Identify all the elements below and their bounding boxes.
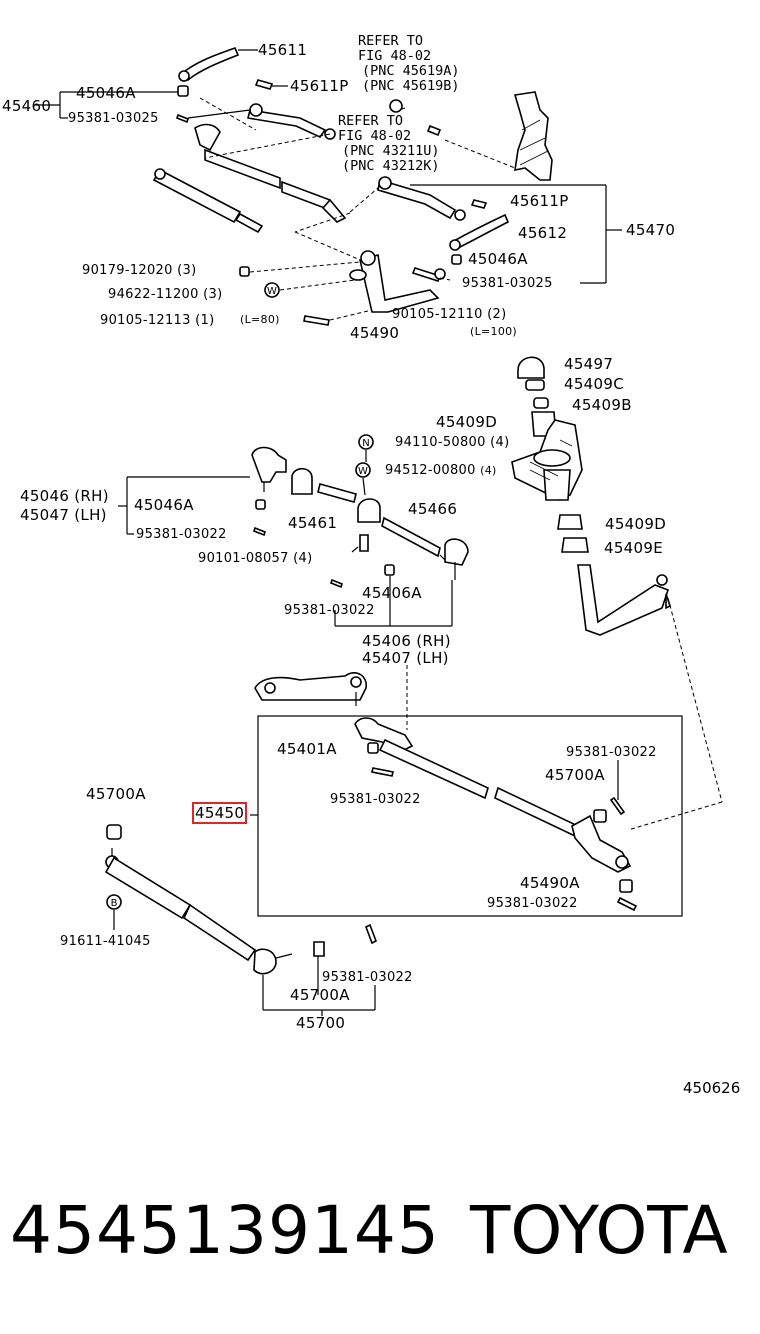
refer-note-1-line4: (PNC 45619B) (362, 78, 460, 94)
label-45407-lh: 45407 (LH) (362, 649, 449, 667)
label-94512-00800: 94512-00800 (4) (385, 463, 497, 478)
tie-rod-45406 (381, 516, 441, 558)
label-45466: 45466 (408, 500, 458, 518)
refer-note-2-line1: REFER TO (338, 113, 404, 129)
label-95381-03022-a: 95381-03022 (136, 527, 227, 542)
steering-gear-housing (513, 91, 553, 181)
label-95381-03022-c: 95381-03022 (330, 792, 421, 807)
label-45046a-top: 45046A (76, 84, 136, 102)
length-90105-12113: (L=80) (240, 313, 280, 326)
label-45409e: 45409E (604, 539, 663, 557)
label-45046a-low: 45046A (134, 496, 194, 514)
svg-text:B: B (111, 898, 118, 909)
label-45700a-bottom: 45700A (290, 986, 350, 1004)
damper-top (152, 168, 242, 224)
qty-90179: (3) (177, 263, 197, 278)
tube-45461 (317, 483, 357, 503)
relay-rod-top (247, 109, 327, 139)
label-45450-highlighted[interactable]: 45450 (192, 802, 248, 824)
svg-text:W: W (267, 286, 277, 297)
refer-note-1-line1: REFER TO (358, 33, 424, 49)
label-45612: 45612 (518, 224, 568, 242)
label-45046-rh: 45046 (RH) (20, 487, 109, 505)
label-45490a: 45490A (520, 874, 580, 892)
label-45700a-left: 45700A (86, 785, 146, 803)
nut-45046a-top (177, 85, 189, 97)
highlight-45450[interactable]: 45450 (192, 802, 248, 824)
refer-note-2-line3: (PNC 43211U) (342, 143, 440, 159)
refer-note-2-line2: FIG 48-02 (338, 128, 412, 144)
label-95381-03025-mid: 95381-03025 (462, 276, 553, 291)
tie-rod-end-45046 (251, 446, 287, 483)
label-45611p-mid: 45611P (510, 192, 569, 210)
qty-90105-12113: (1) (195, 313, 215, 328)
footer-part-number: 4545139145 (10, 1192, 440, 1269)
idler-arm-lower (577, 564, 670, 636)
label-90105-12110: 90105-12110 (2) (392, 307, 507, 322)
label-95381-03022-d: 95381-03022 (566, 745, 657, 760)
center-link-top (204, 148, 281, 190)
footer-brand: TOYOTA (470, 1192, 728, 1269)
label-91611-41045: 91611-41045 (60, 934, 151, 949)
label-45409c: 45409C (564, 375, 624, 393)
qty-90101: (4) (293, 551, 313, 566)
cap-45497 (517, 356, 545, 379)
steering-damper-45700 (104, 856, 192, 920)
label-45409d-low: 45409D (605, 515, 667, 533)
qty-90105-12110: (2) (487, 307, 507, 322)
pitman-arm-lower (254, 672, 367, 701)
clamp-45461 (291, 467, 313, 495)
label-90101-08057: 90101-08057 (4) (198, 551, 313, 566)
label-45700a-right: 45700A (545, 766, 605, 784)
qty-94512: (4) (480, 464, 497, 477)
relay-rod-mid (377, 178, 457, 220)
idler-arm-45490 (359, 253, 440, 313)
label-94110-50800: 94110-50800 (4) (395, 435, 510, 450)
label-45470: 45470 (626, 221, 676, 239)
label-45409d-top: 45409D (436, 413, 498, 431)
label-95381-03022-e: 95381-03022 (487, 896, 578, 911)
label-45047-lh: 45047 (LH) (20, 506, 107, 524)
qty-94622: (3) (203, 287, 223, 302)
refer-note-2-line4: (PNC 43212K) (342, 158, 440, 174)
label-95381-03022-b: 95381-03022 (284, 603, 375, 618)
label-90105-12113: 90105-12113 (1) (100, 313, 215, 328)
clamp-45466 (357, 498, 381, 523)
tie-rod-assembly-box (257, 715, 683, 917)
marker-n-glyph: N (362, 438, 369, 449)
label-45497: 45497 (564, 355, 614, 373)
pitman-arm-45611 (178, 46, 240, 81)
label-45046a-mid: 45046A (468, 250, 528, 268)
refer-note-1-line2: FIG 48-02 (358, 48, 432, 64)
label-95381-03025-top: 95381-03025 (68, 111, 159, 126)
label-45611p-top: 45611P (290, 77, 349, 95)
qty-94110: (4) (490, 435, 510, 450)
label-45490: 45490 (350, 324, 400, 342)
label-45406a: 45406A (362, 584, 422, 602)
label-45611: 45611 (258, 41, 308, 59)
svg-text:W: W (358, 466, 368, 477)
figure-id: 450626 (683, 1079, 741, 1097)
refer-note-1-line3: (PNC 45619A) (362, 63, 460, 79)
label-90179-12020: 90179-12020 (3) (82, 263, 197, 278)
label-45460: 45460 (2, 97, 52, 115)
label-45700: 45700 (296, 1014, 346, 1032)
label-45461: 45461 (288, 514, 338, 532)
label-94622-11200: 94622-11200 (3) (108, 287, 223, 302)
length-90105-12110: (L=100) (470, 325, 518, 338)
label-95381-03022-f: 95381-03022 (322, 970, 413, 985)
label-45409b: 45409B (572, 396, 632, 414)
label-45406-rh: 45406 (RH) (362, 632, 451, 650)
label-45401a: 45401A (277, 740, 337, 758)
